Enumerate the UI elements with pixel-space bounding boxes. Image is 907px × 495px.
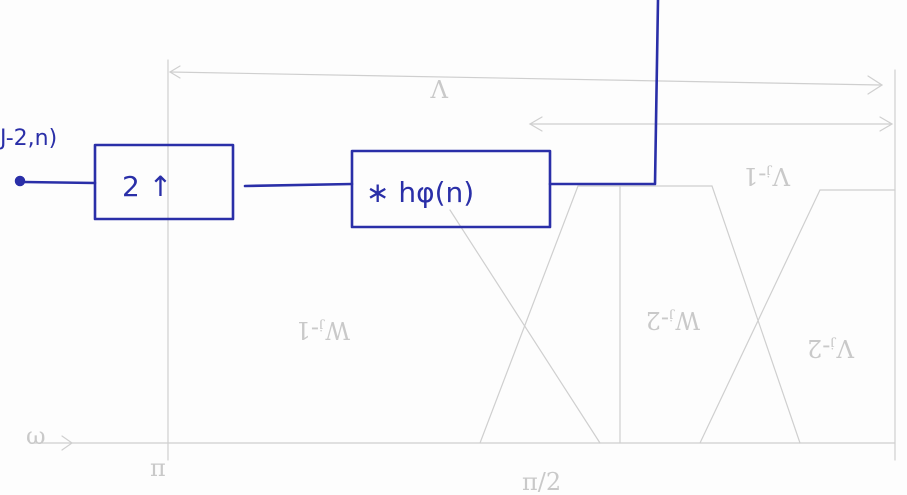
spectrum-edge-2	[479, 185, 579, 444]
mid-range-arrow-right	[879, 116, 894, 132]
background-sketch: ω π π/2 Wⱼ-1 Wⱼ-2 Vⱼ-1 Vⱼ-2 V	[26, 59, 896, 495]
filter-label: ∗ hφ(n)	[366, 176, 474, 209]
omega-label: ω	[26, 422, 46, 450]
upsampler-block	[93, 143, 235, 221]
pi-half-label: π/2	[522, 468, 561, 495]
top-range-line	[169, 71, 881, 86]
spectrum-edge-4	[699, 189, 821, 444]
input-label: J-2,n)	[0, 126, 57, 151]
v1-label: Vⱼ-1	[743, 162, 791, 190]
v2-label: Vⱼ-2	[807, 334, 855, 362]
spectrum-edge-3	[711, 185, 801, 444]
pi-label: π	[150, 454, 166, 482]
block-diagram: J-2,n) 2 ↑ ∗ hφ(n)	[0, 0, 660, 229]
v-top-label: V	[430, 74, 449, 102]
w2-label: Wⱼ-2	[646, 306, 700, 334]
mid-wire	[243, 182, 354, 188]
top-range-arrow	[168, 65, 181, 79]
filter-block	[350, 149, 552, 229]
w1-label: Wⱼ-1	[296, 316, 350, 344]
mid-range-arrow	[528, 116, 543, 132]
input-wire	[22, 180, 97, 185]
omega-axis-arrow	[61, 435, 74, 451]
upsampler-label: 2 ↑	[122, 170, 172, 203]
output-wire	[548, 0, 660, 186]
top-range-arrow-right	[867, 75, 884, 95]
input-node	[14, 175, 26, 187]
